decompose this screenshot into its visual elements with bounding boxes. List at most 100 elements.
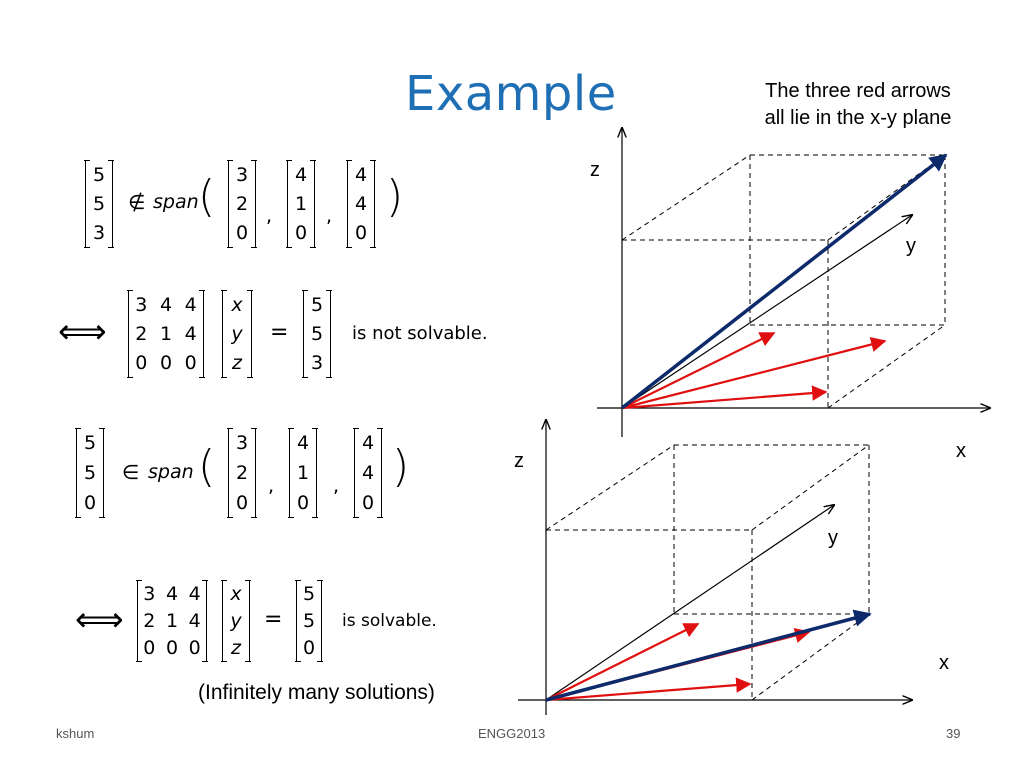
rhs-vector: 5 5 0 [295,580,323,662]
vector-entry: 0 [296,492,310,514]
vector-entry: 0 [354,222,368,245]
red-arrow [545,623,700,701]
note-line-1: The three red arrows [765,80,951,102]
vector-entry: 1 [296,462,310,484]
vector-entry: 4 [361,432,375,454]
left-paren: ( [198,171,216,222]
vector-entry: 4 [361,462,375,484]
vector-entry: 4 [296,432,310,454]
vector-entry: 5 [83,462,97,484]
footer-course: ENGG2013 [478,726,546,741]
vector-entry: 5 [83,432,97,454]
span-vector-2: 4 1 0 [288,428,318,518]
vector-entry: 3 [235,163,249,186]
vector-entry: 0 [302,637,316,660]
vector-entry: 5 [302,582,316,605]
span-vector-3: 4 4 0 [353,428,383,518]
span-word: span [153,191,199,213]
span-vector-3: 4 4 0 [346,160,376,248]
footer-page-number: 39 [946,726,961,741]
vector-entry: 3 [92,222,106,245]
slide-title: Example [405,66,617,122]
iff-arrow-icon: ⟺ [58,312,107,352]
diagram-top: z y x [590,128,990,462]
iff-arrow-icon: ⟺ [75,600,124,640]
z-axis-label: z [514,450,524,472]
vector-entry: 0 [83,492,97,514]
vector-entry: 5 [310,293,324,316]
z-axis-label: z [590,159,600,181]
unknown-y: y [231,322,243,345]
vector-550: 5 5 0 [75,428,105,518]
right-paren: ) [392,441,410,492]
vector-entry: 0 [361,492,375,514]
note-line-2: all lie in the x-y plane [764,107,952,129]
x-axis-label: x [939,652,949,674]
right-paren: ) [386,171,404,222]
vector-entry: 2 [235,462,249,484]
unknown-y: y [230,609,242,632]
comma: , [333,475,340,497]
unknown-z: z [232,352,242,375]
span-word: span [148,461,194,483]
comma: , [326,205,333,227]
footer-author: kshum [56,726,95,741]
y-axis [545,505,834,701]
not-element-of-symbol: ∉ [128,190,146,214]
vector-entry: 5 [92,163,106,186]
x-axis-label: x [956,440,966,462]
unknown-z: z [231,637,241,660]
vector-entry: 5 [302,609,316,632]
span-vector-1: 3 2 0 [227,160,257,248]
red-arrow [621,332,776,409]
vector-entry: 5 [92,192,106,215]
blue-arrow [620,153,948,410]
comma: , [266,205,273,227]
infinitely-many-solutions-note: (Infinitely many solutions) [198,681,435,704]
unknowns-vector: x y z [221,580,251,662]
red-arrow [545,677,752,702]
vector-entry: 4 [294,163,308,186]
vector-entry: 0 [294,222,308,245]
rhs-vector: 5 5 3 [302,290,332,378]
y-axis [621,215,912,409]
vector-entry: 5 [310,322,324,345]
span-vector-2: 4 1 0 [286,160,316,248]
diagram-note: The three red arrows all lie in the x-y … [728,78,988,132]
left-paren: ( [198,441,216,492]
vector-entry: 1 [294,192,308,215]
red-arrow [621,336,887,410]
dashed-box [621,154,946,409]
vector-entry: 4 [354,163,368,186]
vector-entry: 3 [235,432,249,454]
y-axis-label: y [828,527,838,549]
vector-entry: 0 [235,222,249,245]
diagram-bottom: z y x [514,420,949,715]
dashed-box [545,444,870,701]
y-axis-label: y [906,235,916,257]
comma: , [268,475,275,497]
red-arrow [621,385,828,410]
unknown-x: x [230,582,242,605]
unknown-x: x [231,293,243,316]
vector-entry: 3 [310,352,324,375]
equals-sign: = [264,607,283,632]
span-vector-1: 3 2 0 [227,428,257,518]
equals-sign: = [270,320,289,345]
unknowns-vector: x y z [221,290,253,378]
vector-553: 5 5 3 [84,160,114,248]
solvable-text: is solvable. [342,611,437,631]
vector-entry: 2 [235,192,249,215]
vector-entry: 4 [354,192,368,215]
blue-arrow [545,609,872,702]
element-of-symbol: ∈ [122,460,140,484]
